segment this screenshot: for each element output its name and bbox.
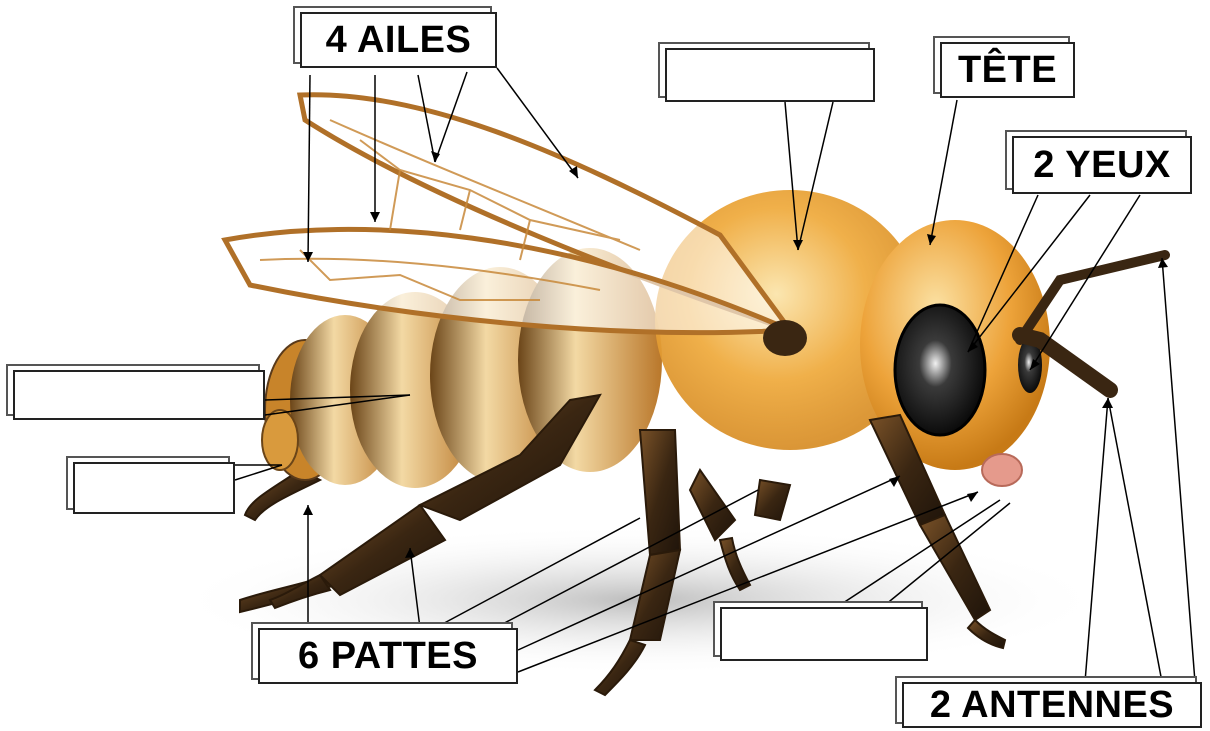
blank-label-abdomen xyxy=(13,370,265,420)
blank-label-thorax xyxy=(665,48,875,102)
label-antennae: 2 ANTENNES xyxy=(902,682,1202,728)
mouth xyxy=(982,454,1022,486)
label-legs: 6 PATTES xyxy=(258,628,518,684)
label-eyes: 2 YEUX xyxy=(1012,136,1192,194)
eye-large xyxy=(895,305,985,435)
blank-label-mouthparts xyxy=(720,607,928,661)
label-wings: 4 AILES xyxy=(300,12,497,68)
label-head: TÊTE xyxy=(940,42,1075,98)
blank-label-stinger xyxy=(73,462,235,514)
